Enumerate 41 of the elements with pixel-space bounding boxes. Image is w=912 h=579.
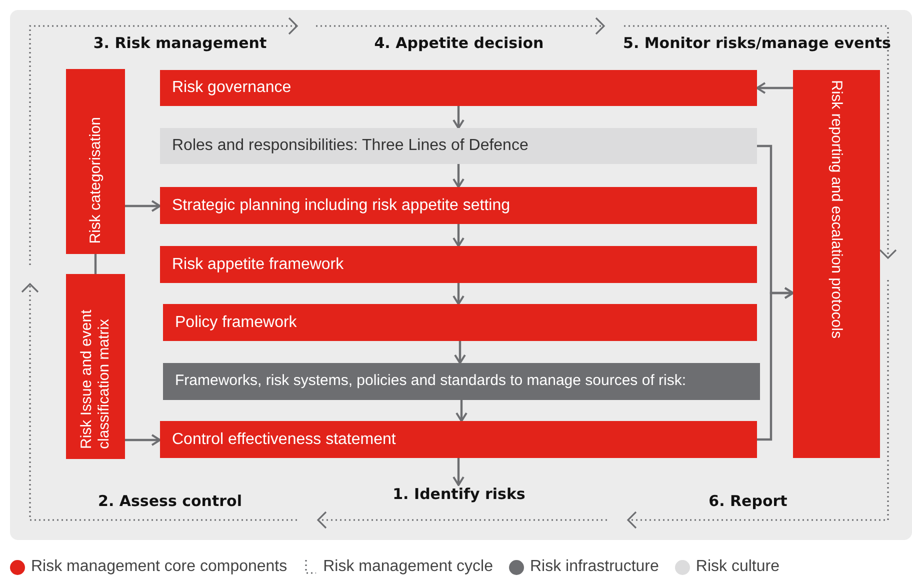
box-label: Policy framework (175, 312, 297, 332)
stage-heading: 2. Assess control (98, 492, 242, 510)
box-label: Control effectiveness statement (172, 430, 396, 450)
process-box (160, 246, 757, 283)
legend-label: Risk culture (696, 558, 780, 576)
box-label: Risk governance (172, 78, 292, 98)
legend-label: Risk infrastructure (530, 558, 659, 576)
process-box (160, 187, 757, 224)
arrow (454, 341, 466, 364)
stage-heading: 5. Monitor risks/manage events (623, 34, 891, 52)
box-label: Risk categorisation (86, 117, 104, 244)
arrow (456, 400, 468, 422)
arrow (452, 106, 464, 129)
arrow (125, 200, 161, 212)
process-box (160, 421, 757, 458)
culture-box (160, 128, 757, 164)
box-label: Frameworks, risk systems, policies and standards to manage sources of risk: (175, 372, 686, 391)
arrow (452, 283, 464, 305)
arrow (452, 458, 464, 486)
box-label: Risk reporting and escalation protocols (828, 80, 846, 338)
process-box (163, 304, 757, 341)
stage-heading: 4. Appetite decision (374, 34, 544, 52)
process-box (66, 69, 125, 254)
stage-heading: 3. Risk management (93, 34, 267, 52)
box-label: Strategic planning including risk appetite setting (172, 196, 510, 216)
box-label: Roles and responsibilities: Three Lines of Defence (172, 136, 528, 156)
process-box (160, 70, 757, 106)
process-box (793, 70, 880, 458)
box-label: Risk Issue and event classification matrix (78, 308, 113, 449)
legend-label: Risk management core components (31, 558, 288, 576)
stage-heading: 6. Report (708, 492, 788, 510)
process-box (66, 274, 125, 459)
arrow (452, 224, 464, 247)
box-label: Risk appetite framework (172, 254, 344, 274)
infrastructure-box (163, 363, 760, 400)
arrow (756, 82, 793, 94)
arrow (125, 434, 161, 446)
legend-label: Risk management cycle (323, 558, 493, 576)
arrow (452, 164, 464, 188)
arrow (757, 287, 794, 441)
stage-heading: 1. Identify risks (392, 485, 526, 503)
